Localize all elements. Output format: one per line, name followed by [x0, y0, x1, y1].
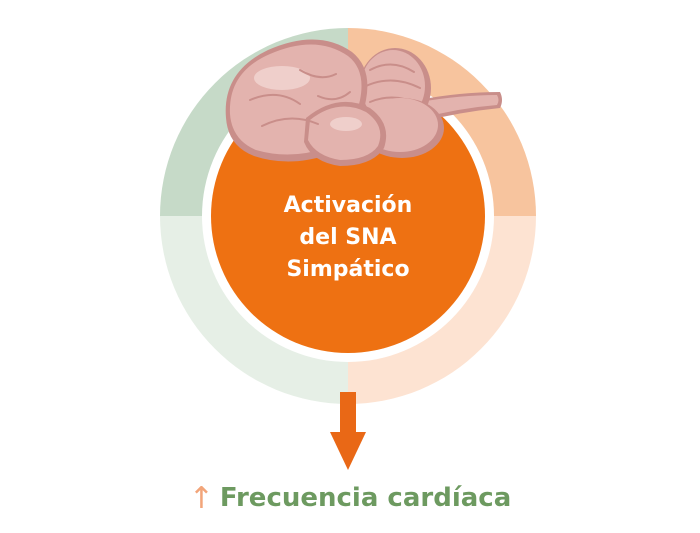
outcome-label: Frecuencia cardíaca	[219, 483, 512, 513]
up-arrow-icon: ↑	[188, 481, 214, 516]
brain-icon	[225, 39, 502, 166]
outcome-label-row: ↑Frecuencia cardíaca	[0, 478, 700, 519]
center-title-line: del SNA	[299, 225, 397, 250]
center-title-line: Activación	[283, 193, 413, 218]
center-title-line: Simpático	[286, 257, 410, 282]
center-title: Activación del SNA Simpático	[248, 190, 448, 286]
down-arrow-icon	[330, 392, 366, 470]
